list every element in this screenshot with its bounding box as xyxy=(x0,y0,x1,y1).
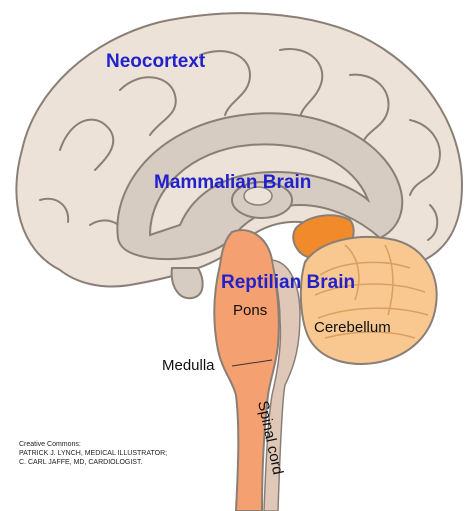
credit-block: Creative Commons: PATRICK J. LYNCH, MEDI… xyxy=(19,440,167,467)
label-pons: Pons xyxy=(233,302,267,319)
label-medulla: Medulla xyxy=(162,357,215,374)
label-mammalian: Mammalian Brain xyxy=(154,172,311,193)
label-cerebellum: Cerebellum xyxy=(314,319,391,336)
credit-line-3: C. CARL JAFFE, MD, CARDIOLOGIST. xyxy=(19,458,167,467)
label-neocortex: Neocortext xyxy=(106,51,206,72)
label-reptilian: Reptilian Brain xyxy=(221,272,355,293)
credit-line-1: Creative Commons: xyxy=(19,440,167,449)
credit-line-2: PATRICK J. LYNCH, MEDICAL ILLUSTRATOR; xyxy=(19,449,167,458)
cerebellum-region xyxy=(301,237,437,364)
pituitary xyxy=(172,268,203,298)
